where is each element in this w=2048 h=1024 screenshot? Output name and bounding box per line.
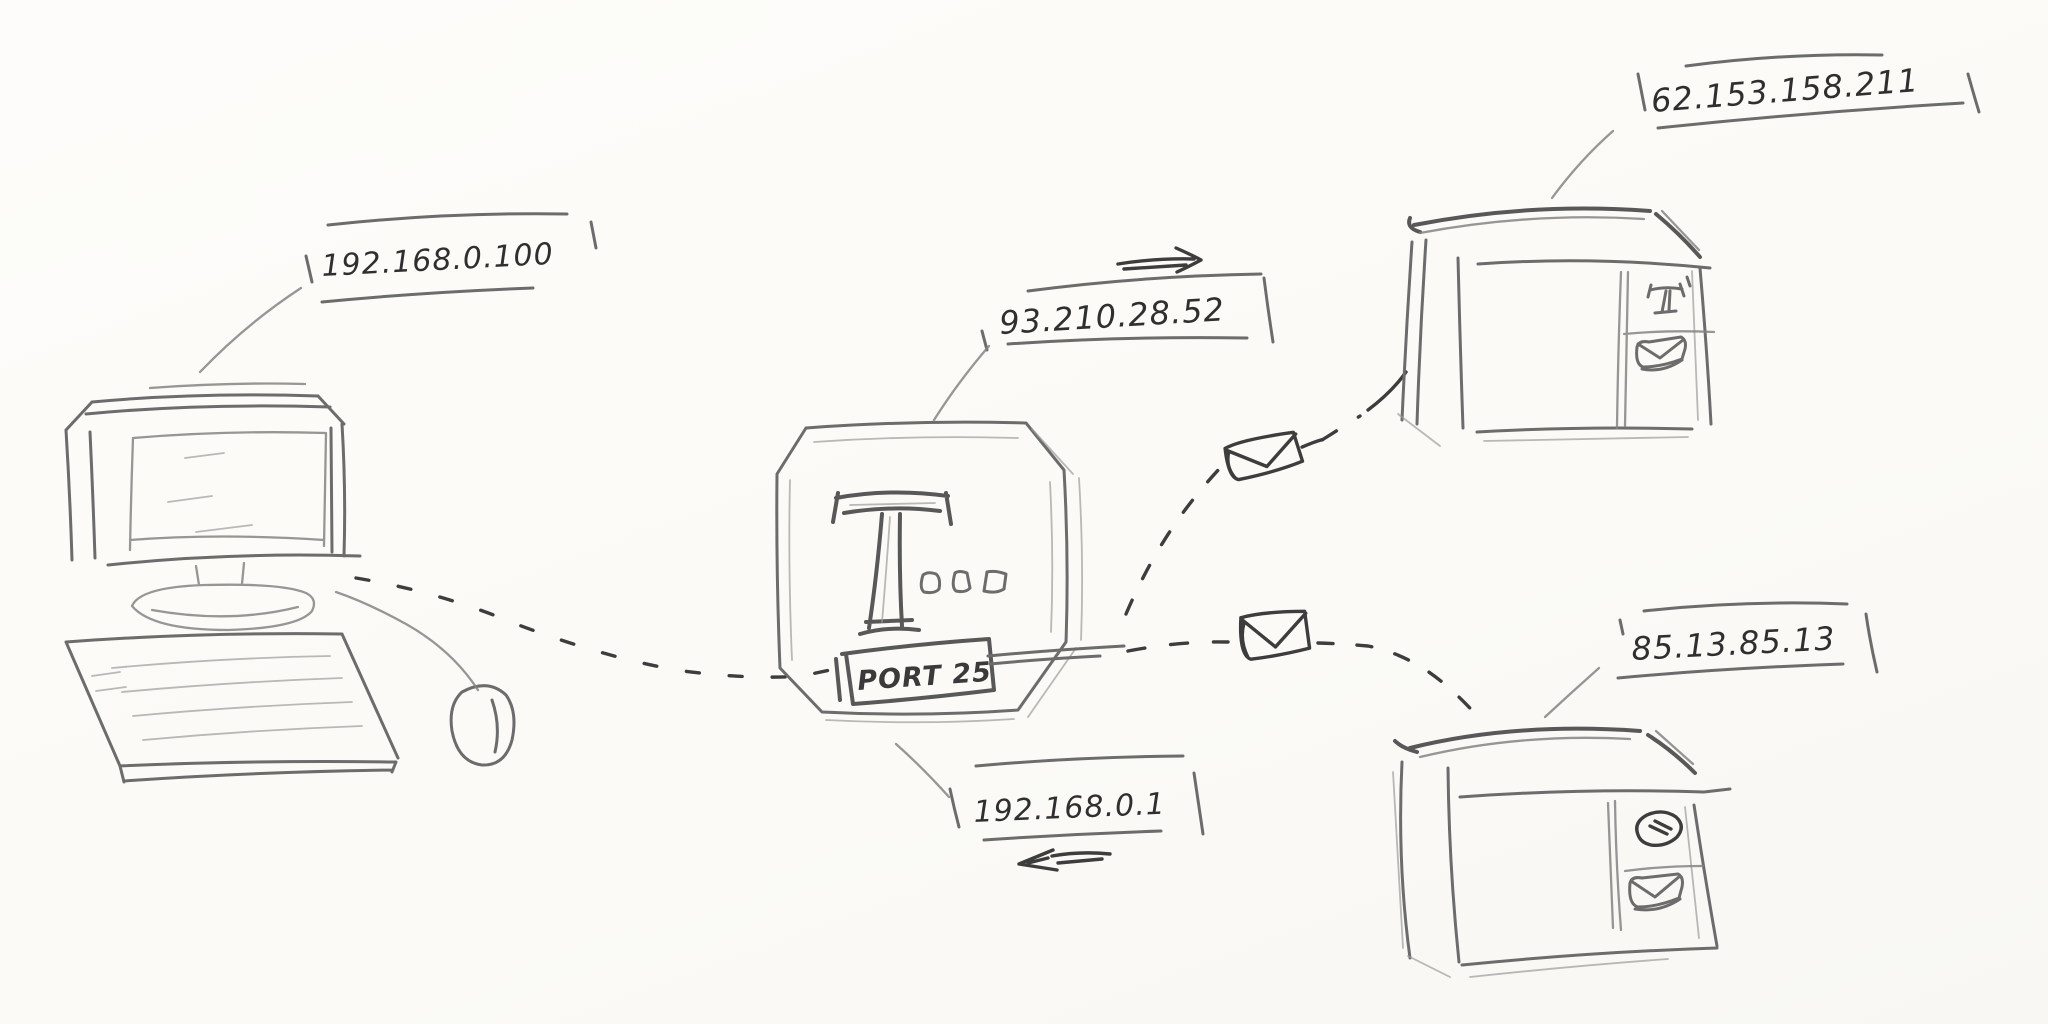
server-lid-double — [1418, 729, 1695, 766]
link-solid-end — [1366, 370, 1408, 412]
server-panel-grid — [1615, 270, 1716, 430]
t-strokes — [831, 490, 953, 636]
envelope-strokes — [1238, 609, 1312, 661]
wan-ip-callout: 93.210.28.52 — [932, 246, 1275, 422]
lan-ip-label: 192.168.0.1 — [973, 787, 1167, 830]
arrow-right-strokes — [1116, 246, 1203, 274]
mouse-cable — [334, 590, 480, 692]
at-sign-strokes — [1635, 810, 1683, 848]
envelope-strokes — [1223, 430, 1325, 482]
callout-box — [1616, 601, 1879, 680]
envelope-strokes — [1628, 872, 1684, 912]
monitor-frame — [64, 393, 362, 567]
envelope-strokes — [1635, 335, 1687, 372]
at-sign-icon — [1635, 810, 1683, 848]
port-line-right — [986, 644, 1126, 666]
mail-server-secondary — [1392, 726, 1732, 978]
callout-connector — [1550, 129, 1615, 200]
server-primary-ip-label: 62.153.158.211 — [1650, 61, 1921, 120]
router-octagon-double — [788, 428, 1084, 724]
arrow-left-icon — [1017, 848, 1112, 872]
link-dashes-2 — [1316, 641, 1483, 723]
mouse — [449, 684, 516, 767]
link-dashes — [1126, 640, 1230, 653]
link-dashes-2 — [1320, 414, 1362, 442]
envelope-icon — [1628, 872, 1684, 912]
router-octagon — [775, 420, 1069, 716]
smtp-link-primary — [1124, 370, 1408, 616]
callout-connector — [894, 742, 951, 799]
envelope-icon — [1238, 609, 1312, 661]
client-ip-label: 192.168.0.100 — [321, 237, 555, 284]
port-25-box: PORT 25 — [834, 637, 996, 706]
t-small-strokes — [1646, 275, 1692, 315]
client-ip-callout: 192.168.0.100 — [198, 212, 598, 374]
lan-ip-callout: 192.168.0.1 — [894, 742, 1205, 872]
wan-ip-label: 93.210.28.52 — [998, 290, 1226, 342]
t-shading — [849, 502, 936, 623]
telekom-t-icon — [831, 490, 953, 636]
envelope-icon — [1635, 335, 1687, 372]
smtp-link-secondary — [1126, 609, 1483, 723]
screen-reflection — [167, 452, 253, 533]
server-lid-double — [1418, 209, 1701, 252]
monitor-stand — [130, 561, 316, 632]
callout-connector — [198, 286, 303, 374]
server-lid — [1407, 206, 1702, 259]
keyboard-keys — [91, 655, 363, 741]
server-lid — [1393, 726, 1697, 775]
server-secondary-ip-callout: 85.13.85.13 — [1543, 601, 1879, 719]
mail-server-primary — [1397, 206, 1716, 447]
arrow-left-strokes — [1017, 848, 1112, 872]
callout-box — [304, 212, 598, 304]
server-secondary-ip-label: 85.13.85.13 — [1630, 619, 1836, 668]
monitor-screen — [128, 382, 328, 552]
callout-connector — [932, 344, 991, 422]
server-body — [1400, 238, 1713, 434]
telekom-t-small-icon — [1646, 275, 1692, 315]
envelope-icon — [1223, 430, 1325, 482]
client-computer — [64, 382, 516, 784]
callout-box — [948, 754, 1205, 842]
link-dashes — [1124, 464, 1224, 616]
callout-connector — [1543, 666, 1601, 719]
server-panel-grid — [1606, 799, 1705, 932]
server-primary-ip-callout: 62.153.158.211 — [1550, 53, 1981, 200]
callout-box — [1636, 53, 1981, 130]
t-digit-squares-icon — [919, 569, 1008, 595]
callout-box — [980, 272, 1275, 352]
keyboard — [64, 632, 400, 784]
server-body-double — [1397, 270, 1699, 447]
lan-link-dashed — [354, 576, 846, 679]
server-body — [1399, 760, 1732, 967]
server-body-double — [1392, 771, 1700, 978]
arrow-right-icon — [1116, 246, 1203, 274]
router: PORT 25 — [775, 420, 1126, 724]
